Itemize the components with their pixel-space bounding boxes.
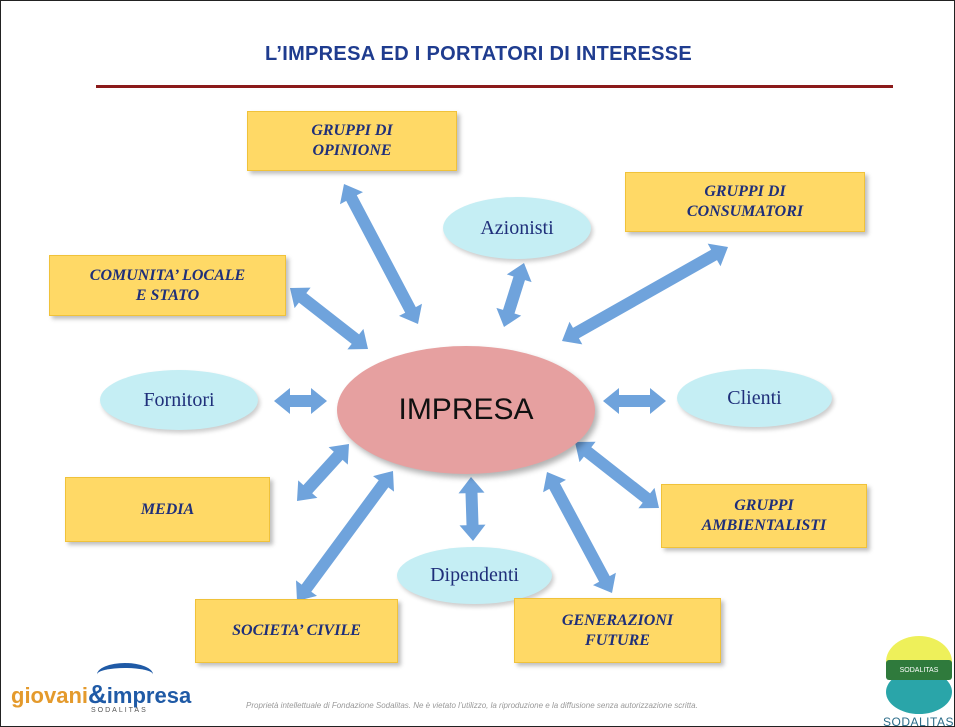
arrow-opinione <box>340 184 422 324</box>
arrow-comunita <box>290 287 368 350</box>
sodalitas-logo: SODALITAS SODALITAS <box>881 636 954 727</box>
sodalitas-wordmark: SODALITAS <box>883 715 954 727</box>
box-generazioni-future-line1: GENERAZIONI <box>561 611 674 629</box>
ellipse-dipendenti: Dipendenti <box>397 547 552 604</box>
arrow-societa <box>296 471 394 601</box>
box-generazioni-future-line2: FUTURE <box>585 631 650 649</box>
arrow-consumatori <box>562 243 728 345</box>
box-comunita-line2: E STATO <box>135 286 200 304</box>
center-impresa: IMPRESA <box>337 346 595 474</box>
box-gruppi-opinione-line2: OPINIONE <box>312 142 392 159</box>
copyright-footer: Proprietà intellettuale di Fondazione So… <box>246 701 698 710</box>
box-comunita-locale: COMUNITA’ LOCALE E STATO <box>49 255 286 316</box>
arrow-media <box>297 444 349 501</box>
arrow-dipendenti <box>458 477 486 541</box>
box-societa-civile-label: SOCIETA’ CIVILE <box>232 622 361 639</box>
box-media-label: MEDIA <box>140 500 195 518</box>
box-gruppi-ambientalisti: GRUPPI AMBIENTALISTI <box>661 484 867 548</box>
box-gruppi-opinione: GRUPPI DI OPINIONE <box>247 111 457 171</box>
ellipse-fornitori: Fornitori <box>100 370 258 430</box>
giovani-impresa-logo: giovani&impresa SODALITAS <box>11 663 241 721</box>
logo-ampersand: & <box>88 679 107 709</box>
box-gruppi-consumatori: GRUPPI DI CONSUMATORI <box>625 172 865 232</box>
box-comunita-line1: COMUNITA’ LOCALE <box>89 266 246 284</box>
logo-word-giovani: giovani <box>11 683 89 708</box>
logo-word-impresa: impresa <box>106 683 192 708</box>
box-generazioni-future: GENERAZIONI FUTURE <box>514 598 721 663</box>
box-gruppi-consumatori-line2: CONSUMATORI <box>686 203 804 220</box>
box-societa-civile: SOCIETA’ CIVILE <box>195 599 398 663</box>
ellipse-clienti: Clienti <box>677 369 832 427</box>
logo-subtitle: SODALITAS <box>91 707 148 714</box>
arrow-ambientalisti <box>575 441 659 509</box>
box-gruppi-opinione-line1: GRUPPI DI <box>311 122 393 139</box>
box-gruppi-ambientalisti-line2: AMBIENTALISTI <box>701 517 827 534</box>
arrow-future <box>543 472 616 593</box>
logo-wordmark: giovani&impresa <box>11 679 191 710</box>
sodalitas-band: SODALITAS <box>886 660 952 680</box>
ellipse-azionisti: Azionisti <box>443 197 591 259</box>
box-gruppi-ambientalisti-line1: GRUPPI <box>734 497 794 514</box>
box-gruppi-consumatori-line1: GRUPPI DI <box>704 183 786 200</box>
slide-title: L’IMPRESA ED I PORTATORI DI INTERESSE <box>264 43 693 65</box>
box-media: MEDIA <box>65 477 270 542</box>
arrow-fornitori <box>274 388 327 414</box>
logo-arc-icon <box>97 663 153 686</box>
title-divider <box>96 85 893 88</box>
arrow-clienti <box>603 388 666 414</box>
arrow-azionisti <box>496 263 532 327</box>
